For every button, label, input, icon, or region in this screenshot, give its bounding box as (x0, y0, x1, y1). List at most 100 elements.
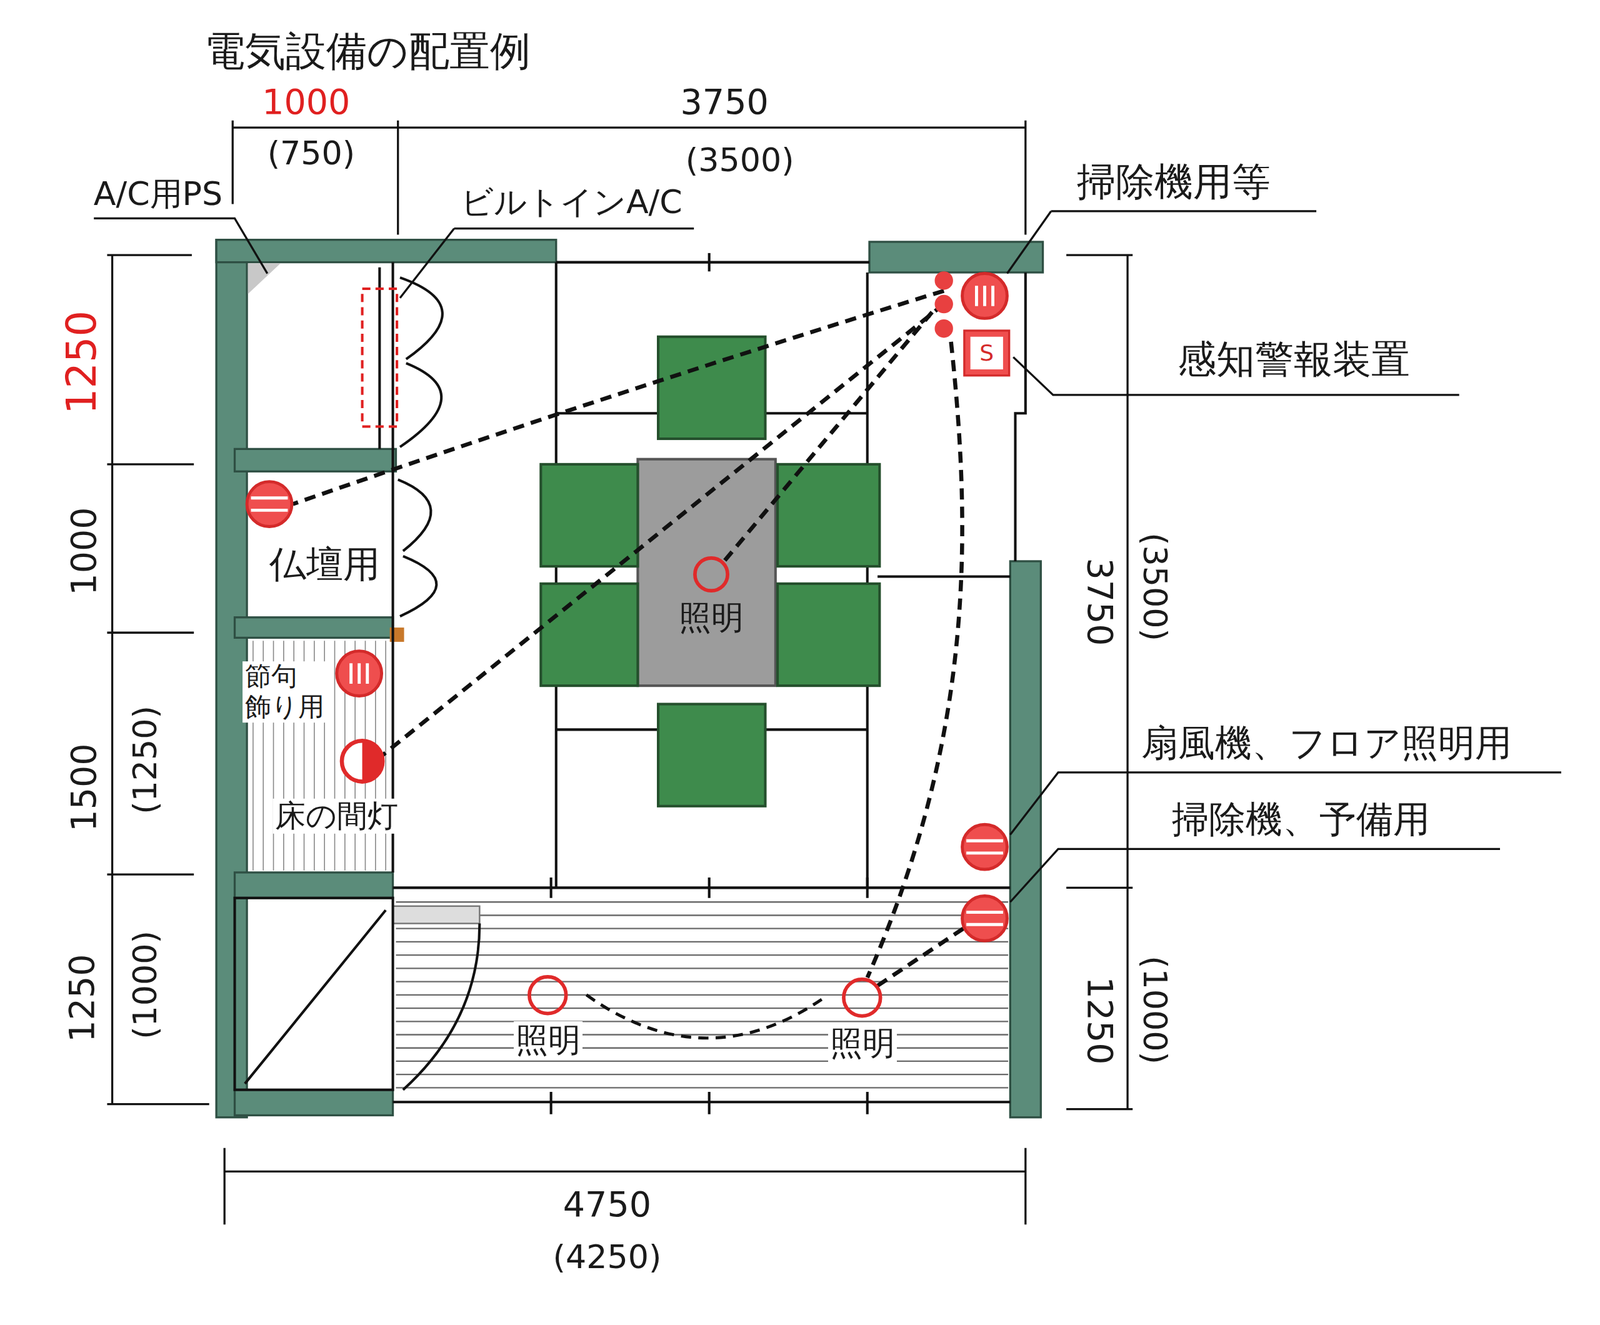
outlet-label: 床の間灯 (272, 798, 401, 834)
plan-line (245, 910, 386, 1084)
light-symbol (529, 976, 567, 1014)
wall (235, 448, 397, 472)
switch-symbol (935, 295, 954, 314)
outlet-symbol (251, 498, 289, 511)
floor-board (395, 994, 1009, 996)
double-outlet-symbol (351, 663, 368, 684)
builtin-ac (362, 288, 398, 427)
dimension: (3500) (683, 141, 797, 179)
light-symbol (843, 979, 881, 1017)
plan-line (708, 253, 711, 272)
light-symbol (526, 973, 570, 1017)
floor-board (395, 914, 1009, 916)
callout-label: 掃除機用等 (1074, 159, 1274, 204)
wiring (293, 290, 964, 986)
dimension-line (224, 1148, 1026, 1225)
double-outlet-symbol (962, 273, 1008, 319)
plan-line (403, 923, 480, 1090)
wall-light-symbol (341, 740, 383, 782)
dimension: 1500 (63, 741, 104, 835)
wiring-connector (586, 995, 824, 1039)
wiring (293, 290, 945, 504)
leader-line (1010, 848, 1500, 902)
title: 電気設備の配置例 (201, 27, 534, 75)
floor-board (395, 1086, 1009, 1089)
symbol-letter: S (976, 340, 997, 366)
plan-line (235, 898, 394, 1090)
plan-line (391, 262, 395, 873)
alcove-board (334, 640, 336, 870)
door-threshold (393, 906, 480, 924)
dimension-line (106, 255, 209, 1104)
switch-symbol (935, 319, 954, 338)
plan-line (551, 877, 868, 899)
light-label: 照明 (828, 1024, 897, 1062)
floor-board (395, 1033, 1009, 1035)
double-outlet-symbol (976, 285, 993, 307)
outlet-label: 仏壇用 (266, 543, 383, 586)
dimension-line (232, 120, 1026, 235)
dimension: (3500) (1136, 530, 1174, 644)
double-outlet-symbol (336, 273, 1008, 697)
floor-board (395, 954, 1009, 956)
callout-label: 扇風機、フロア照明用 (1138, 721, 1515, 765)
floor-cushion (777, 583, 880, 686)
dimension: 1250 (61, 951, 102, 1045)
floor-cushion (540, 464, 638, 567)
switch-symbol (935, 271, 954, 290)
outlet-symbol (962, 824, 1008, 870)
plan-line (556, 261, 870, 264)
plan-line (393, 1100, 1011, 1104)
wall-light-symbol (341, 740, 383, 782)
switch-symbol (935, 271, 954, 338)
floor-board (395, 928, 1009, 930)
callout-label: 感知警報装置 (1175, 336, 1413, 382)
callout-label: A/C用PS (91, 175, 225, 213)
plan-line (378, 267, 381, 450)
leader-line (93, 218, 268, 274)
dimension: 1250 (58, 307, 105, 417)
wall (235, 617, 394, 639)
plan-line (555, 262, 558, 889)
outlet-symbol (246, 481, 292, 527)
light-label: 照明 (676, 598, 746, 637)
wall (1010, 561, 1041, 1118)
floor-board (395, 1047, 1009, 1049)
dimension: 1000 (63, 504, 104, 598)
alcove-board (385, 640, 387, 870)
wiring (722, 298, 944, 564)
floor-cushion (540, 336, 880, 807)
light-symbol (840, 976, 884, 1020)
plan-line (1015, 272, 1025, 562)
light-symbol (695, 558, 728, 591)
plan-line (551, 1091, 868, 1115)
wall (869, 241, 1044, 273)
plan-line (235, 253, 1026, 1115)
dimension: 3750 (1080, 555, 1120, 649)
wiring (867, 341, 963, 978)
outlet-label: 節句 飾り用 (242, 661, 333, 723)
wall (216, 240, 557, 263)
plan-line (556, 728, 659, 731)
light-fixture: 照明 (823, 976, 901, 1062)
callout-label: ビルトインA/C (458, 183, 685, 221)
plan-line (556, 411, 659, 415)
wall (235, 872, 394, 899)
light-symbol (691, 555, 731, 594)
floor-cushion (658, 704, 765, 807)
floor-board (395, 941, 1009, 943)
plan-line (765, 728, 867, 731)
floor-board (395, 1060, 1009, 1062)
wiring (382, 304, 944, 756)
outlet-symbol (246, 481, 1007, 942)
wall (216, 240, 1043, 1118)
leader-line (93, 211, 1562, 902)
dimension: 1000 (259, 81, 353, 122)
dimension: 3750 (678, 81, 772, 122)
floor-cushion (777, 464, 880, 567)
outlet-symbol (966, 840, 1004, 854)
floor-cushion (540, 583, 638, 686)
